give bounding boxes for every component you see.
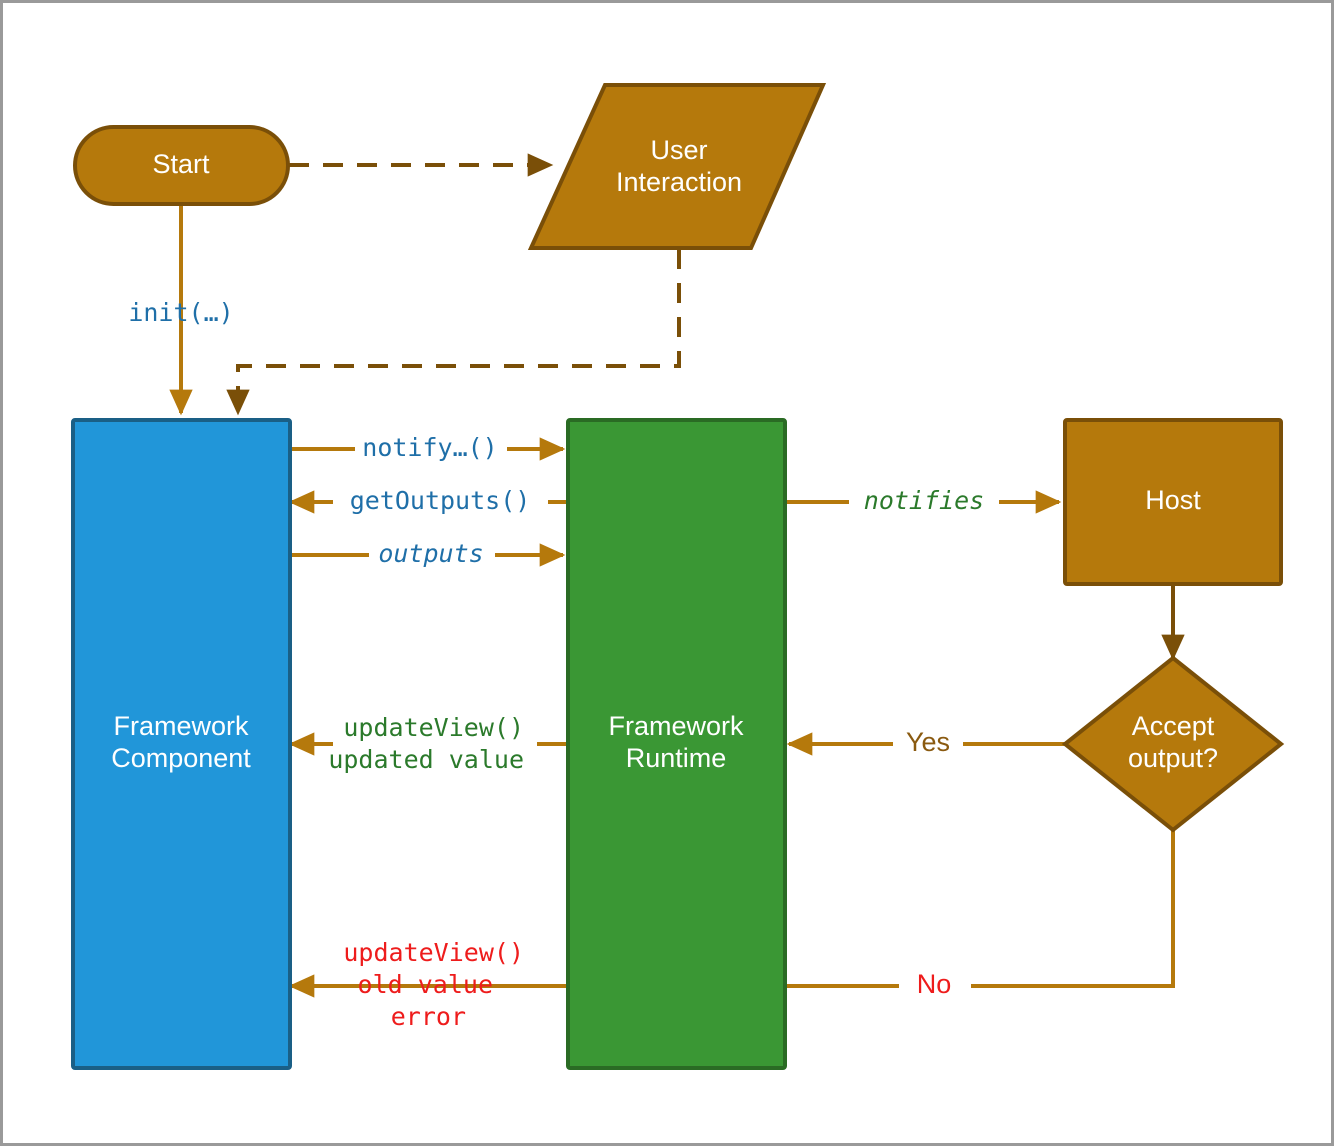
edge-label-notify: notify…() [362, 433, 497, 462]
edge-label-notifies: notifies [864, 486, 984, 515]
edge-label-updateview-line2: updated value [328, 745, 524, 774]
framework-runtime-label-line1: Framework [608, 711, 744, 741]
node-user-interaction[interactable]: User Interaction [527, 83, 827, 250]
edge-label-getoutputs: getOutputs() [350, 486, 531, 515]
node-framework-runtime[interactable]: Framework Runtime [566, 418, 787, 1070]
edge-label-updateview-line1: updateView() [343, 713, 524, 742]
accept-output-label-line1: Accept [1132, 711, 1215, 741]
edge-label-init: init(…) [128, 298, 233, 327]
accept-output-label-line2: output? [1128, 743, 1218, 773]
node-start[interactable]: Start [73, 125, 290, 206]
edge-label-outputs: outputs [378, 539, 483, 568]
framework-component-label-line2: Component [111, 743, 251, 773]
node-host[interactable]: Host [1063, 418, 1283, 586]
edge-label-error-line1: updateView() [343, 938, 524, 967]
framework-runtime-label-line2: Runtime [626, 743, 727, 773]
host-label: Host [1145, 485, 1201, 515]
node-framework-component[interactable]: Framework Component [71, 418, 292, 1070]
flow-diagram: Runtime --> Framework Component (elbow d… [71, 83, 1285, 1070]
framework-component-label-line1: Framework [113, 711, 249, 741]
node-accept-output-decision[interactable]: Accept output? [1061, 655, 1285, 833]
start-label: Start [152, 149, 210, 179]
edge-label-no: No [917, 969, 952, 999]
edge-label-yes: Yes [906, 727, 950, 757]
user-interaction-label-line1: User [650, 135, 707, 165]
edge-label-error-line2: old value [358, 970, 493, 999]
user-interaction-label-line2: Interaction [616, 167, 742, 197]
edge-label-error-line3: error [391, 1002, 466, 1031]
edge-user-interaction-to-framework-component [226, 249, 681, 416]
